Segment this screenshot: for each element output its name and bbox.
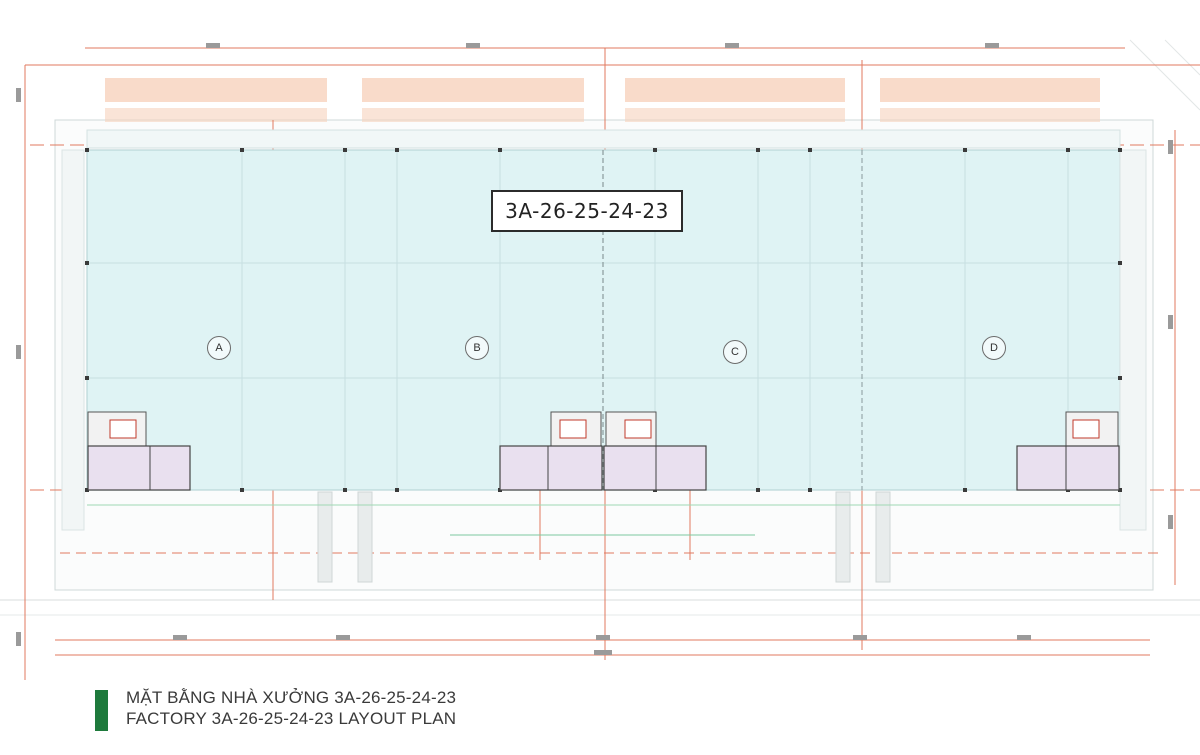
office-block-b <box>499 411 603 491</box>
site-corner <box>1164 39 1200 76</box>
building-code-label: 3A-26-25-24-23 <box>491 190 683 232</box>
zone-label-a: A <box>207 336 231 360</box>
loading-bays <box>317 491 891 583</box>
site-corner <box>1129 39 1200 111</box>
caption-title-english: FACTORY 3A-26-25-24-23 LAYOUT PLAN <box>126 709 457 728</box>
side-walkway-right <box>1119 149 1147 531</box>
zone-label-d: D <box>982 336 1006 360</box>
floor-plan-drawing <box>0 39 1200 680</box>
caption-title-vietnamese: MẶT BẰNG NHÀ XƯỞNG 3A-26-25-24-23 <box>126 688 457 707</box>
zone-label-b: B <box>465 336 489 360</box>
zone-label-c: C <box>723 340 747 364</box>
office-block-d <box>1016 411 1120 491</box>
side-walkway-left <box>61 149 85 531</box>
caption-accent-bar <box>95 690 108 731</box>
service-strip <box>86 129 1121 149</box>
office-block-a <box>87 411 191 491</box>
parking-area <box>105 78 1100 122</box>
dimension-ticks <box>16 43 1173 655</box>
office-block-c <box>603 411 707 491</box>
